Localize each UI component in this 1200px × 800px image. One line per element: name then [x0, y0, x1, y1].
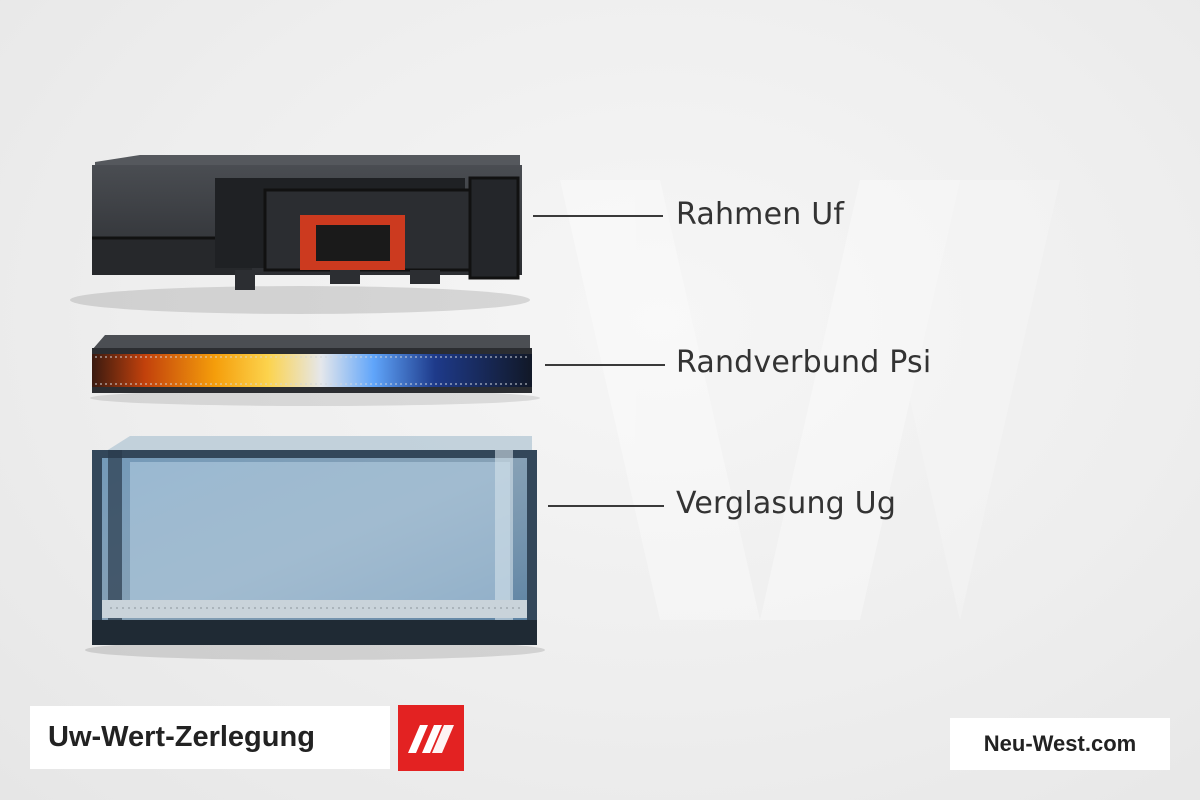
frame-leader-line	[533, 215, 663, 217]
diagram-title: Uw-Wert-Zerlegung	[48, 721, 315, 754]
edge-spacer	[90, 335, 540, 406]
neu-west-logo-icon	[398, 705, 464, 771]
glazing-label: Verglasung Ug	[676, 486, 896, 521]
watermark-w	[560, 180, 1060, 620]
website-panel: Neu-West.com	[950, 718, 1170, 770]
glazing-unit	[85, 436, 545, 660]
spacer-label: Randverbund Psi	[676, 345, 931, 380]
glazing-leader-line	[548, 505, 664, 507]
title-panel: Uw-Wert-Zerlegung	[30, 706, 390, 769]
frame-label: Rahmen Uf	[676, 197, 844, 232]
website-url: Neu-West.com	[984, 731, 1136, 757]
frame-profile	[70, 155, 530, 314]
spacer-leader-line	[545, 364, 665, 366]
